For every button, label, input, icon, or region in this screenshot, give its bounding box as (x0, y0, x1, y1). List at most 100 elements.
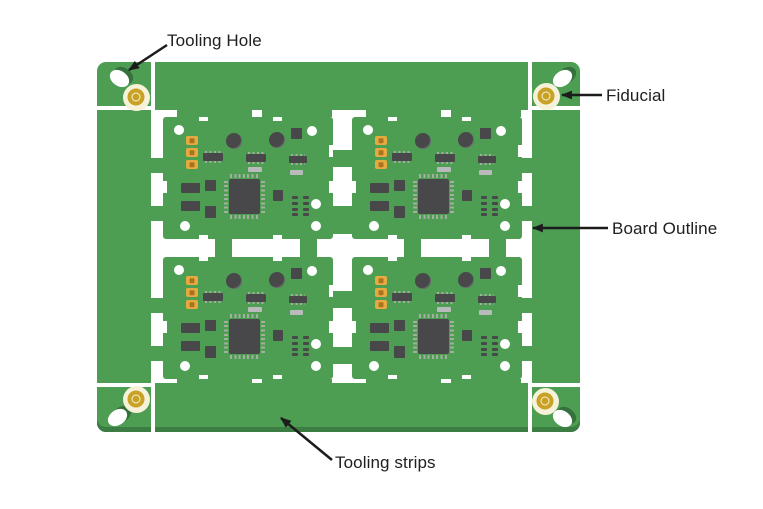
pin (292, 347, 298, 351)
qfp-chip-pl (413, 180, 417, 213)
breakaway-tab (300, 239, 317, 257)
mounting-hole (311, 339, 321, 349)
tantalum-capacitor-core (189, 161, 195, 168)
tantalum-capacitor (186, 288, 198, 297)
qfp-chip-pb (419, 215, 448, 219)
tooling-strip-left (97, 110, 151, 383)
pin (481, 341, 487, 345)
tantalum-capacitor-core (189, 277, 195, 284)
routing-notch (518, 145, 522, 157)
smd-component (205, 206, 216, 218)
soic-chip-pbot (291, 303, 305, 305)
soic-chip-pbot (394, 161, 410, 163)
round-capacitor (269, 132, 285, 148)
soic-chip-ptop (248, 292, 264, 294)
breakaway-tab (151, 346, 163, 361)
ic-chip (370, 183, 389, 193)
ic-chip (370, 201, 389, 211)
resistor (479, 310, 492, 315)
mounting-hole (307, 126, 317, 136)
fiducial-ring (537, 87, 555, 105)
fiducial-marker (531, 387, 559, 415)
breakaway-tab (366, 110, 441, 117)
tantalum-capacitor-core (189, 289, 195, 296)
resistor (290, 310, 303, 315)
routing-notch (273, 235, 282, 239)
pin (292, 201, 298, 205)
pin (481, 213, 487, 217)
routing-notch (352, 181, 356, 193)
tooling-strip-bottom (155, 383, 528, 432)
tooling-strips-label: Tooling strips (335, 453, 436, 472)
fiducial-label: Fiducial (606, 86, 666, 105)
breakaway-tab (522, 206, 532, 221)
tantalum-capacitor (186, 160, 198, 169)
tantalum-capacitor (186, 148, 198, 157)
tantalum-capacitor (186, 300, 198, 309)
pin (492, 196, 498, 199)
soic-chip-ptop (394, 291, 410, 293)
soic-chip-ptop (480, 294, 494, 296)
mounting-hole (311, 361, 321, 371)
tantalum-capacitor-core (378, 301, 384, 308)
qfp-chip-pr (450, 180, 454, 213)
breakaway-tab (366, 379, 441, 383)
routing-notch (518, 285, 522, 297)
pin (481, 201, 487, 205)
soic-chip-ptop (248, 152, 264, 154)
soic-chip (478, 154, 496, 165)
pin-header (481, 196, 499, 217)
smd-component (394, 206, 405, 218)
smd-component (205, 180, 216, 191)
soic-chip-pbot (394, 301, 410, 303)
routing-notch (329, 145, 333, 157)
mounting-hole (174, 265, 184, 275)
tantalum-capacitor-core (378, 149, 384, 156)
pin-header (481, 336, 499, 357)
soic-chip (246, 152, 266, 164)
mounting-hole (496, 266, 506, 276)
soic-chip (289, 154, 307, 165)
soic-chip-pbot (480, 303, 494, 305)
breakaway-tab (451, 110, 521, 117)
qfp-chip-pl (224, 320, 228, 353)
fiducial-ring (536, 392, 554, 410)
qfp-chip (224, 314, 265, 359)
qfp-chip-pt (230, 174, 259, 178)
qfp-chip (224, 174, 265, 219)
pin (303, 336, 309, 339)
mounting-hole (180, 361, 190, 371)
fiducial-dot (132, 93, 140, 101)
routing-notch (518, 181, 522, 193)
pin (303, 196, 309, 199)
breakaway-tab (451, 379, 521, 383)
breakaway-tab (489, 239, 506, 257)
fiducial-dot (541, 397, 549, 405)
tantalum-capacitor-core (378, 289, 384, 296)
pin (481, 347, 487, 351)
soic-chip-ptop (205, 151, 221, 153)
routing-notch (518, 321, 522, 333)
soic-chip-body (435, 154, 455, 162)
tantalum-capacitor (375, 160, 387, 169)
tantalum-capacitor (375, 288, 387, 297)
tooling-strip-right (532, 110, 580, 383)
routing-notch (273, 257, 282, 261)
breakaway-tab (522, 158, 532, 173)
soic-chip-body (289, 156, 307, 163)
ic-chip (370, 341, 389, 351)
pin (292, 213, 298, 217)
smd-component (462, 330, 472, 341)
soic-chip-body (246, 154, 266, 162)
smd-component (205, 346, 216, 358)
qfp-chip (413, 314, 454, 359)
breakaway-tab (151, 298, 163, 313)
soic-chip-body (392, 293, 412, 301)
pin-header (292, 196, 310, 217)
routing-notch (199, 257, 208, 261)
pin (492, 213, 498, 217)
mounting-hole (307, 266, 317, 276)
soic-chip-body (435, 294, 455, 302)
pin (292, 336, 298, 339)
